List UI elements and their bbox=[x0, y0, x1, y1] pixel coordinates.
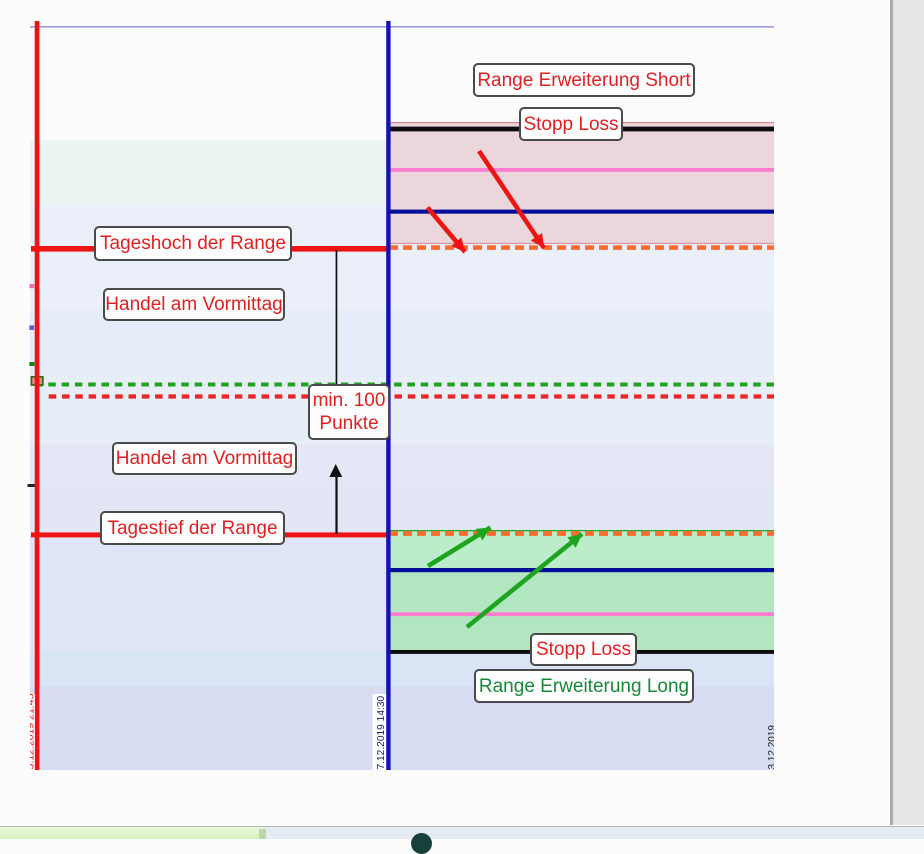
svg-text:3.12.2019: 3.12.2019 bbox=[767, 725, 778, 770]
svg-text:5.12.2019 21:45: 5.12.2019 21:45 bbox=[25, 693, 37, 769]
svg-text:7.12.2019 14:30: 7.12.2019 14:30 bbox=[376, 696, 387, 770]
